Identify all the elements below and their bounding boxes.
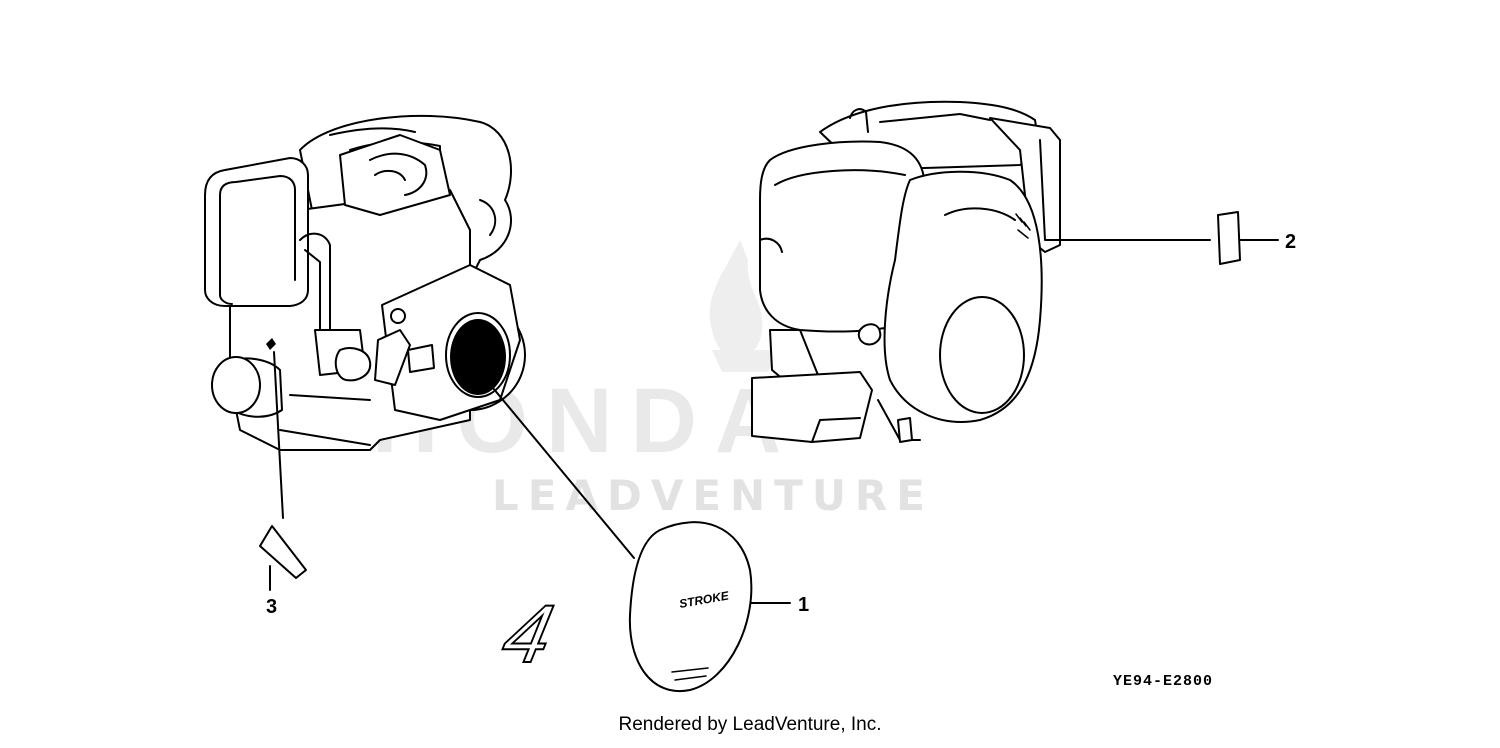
watermark-flame-icon bbox=[709, 240, 778, 372]
decal-4-stroke: 4 STROKE bbox=[495, 521, 753, 693]
leader-lines bbox=[269, 239, 1279, 604]
decal-digit: 4 bbox=[496, 588, 561, 680]
left-engine-drawing bbox=[204, 114, 526, 451]
label-part-3 bbox=[259, 525, 307, 579]
leader-line-1 bbox=[487, 381, 635, 559]
footer-credit: Rendered by LeadVenture, Inc. bbox=[618, 714, 882, 735]
callout-2[interactable]: 2 bbox=[1285, 231, 1296, 253]
right-engine-drawing bbox=[751, 100, 1061, 443]
watermark-company: LEADVENTURE bbox=[492, 471, 934, 520]
callout-1[interactable]: 1 bbox=[798, 594, 809, 616]
diagram-code: YE94-E2800 bbox=[1113, 673, 1213, 690]
callout-3[interactable]: 3 bbox=[266, 596, 277, 618]
leader-line-3 bbox=[273, 351, 284, 519]
label-part-2 bbox=[1217, 211, 1241, 265]
